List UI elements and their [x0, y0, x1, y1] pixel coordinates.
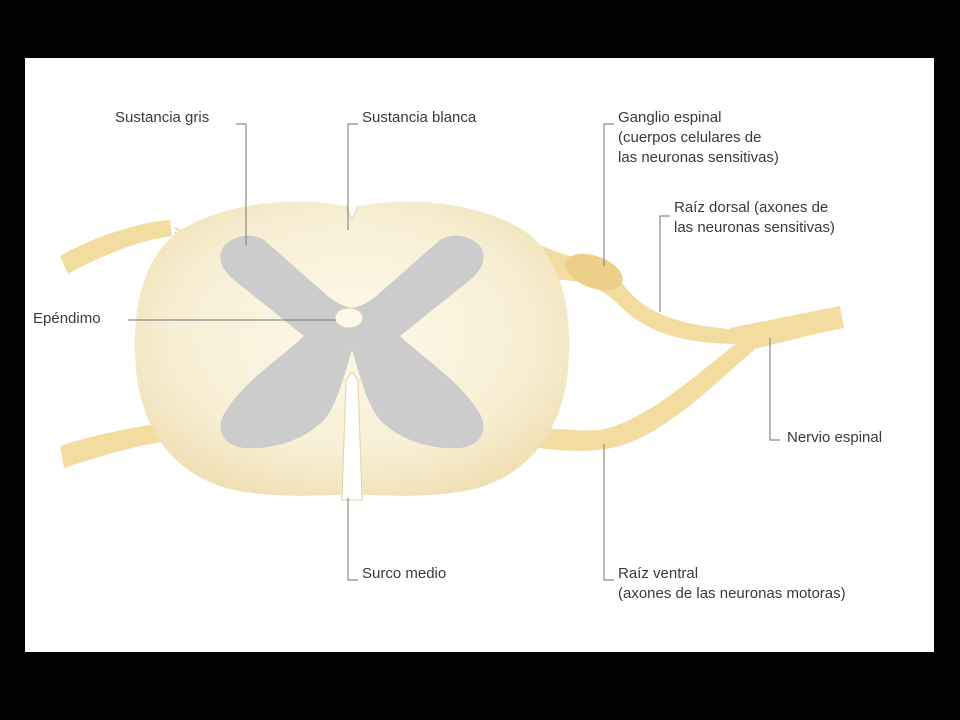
- left-dorsal-nerve-stub: [60, 220, 172, 274]
- spinal-nerve-trunk: [730, 306, 844, 352]
- central-canal-ependyma: [334, 307, 364, 329]
- label-ependyma: Epéndimo: [33, 310, 101, 327]
- leader-lines: [128, 123, 780, 581]
- label-spinal-nerve: Nervio espinal: [787, 429, 883, 446]
- label-median-sulcus: Surco medio: [362, 565, 447, 582]
- label-gray-matter: Sustancia gris: [115, 109, 210, 126]
- ventral-median-fissure: [341, 371, 363, 501]
- label-ventral-root: Raíz ventral(axones de las neuronas moto…: [618, 565, 846, 602]
- gray-matter: [220, 235, 484, 449]
- spinal-ganglion: [565, 253, 623, 291]
- left-ventral-nerve-stub: [60, 422, 176, 468]
- label-white-matter: Sustancia blanca: [362, 109, 477, 126]
